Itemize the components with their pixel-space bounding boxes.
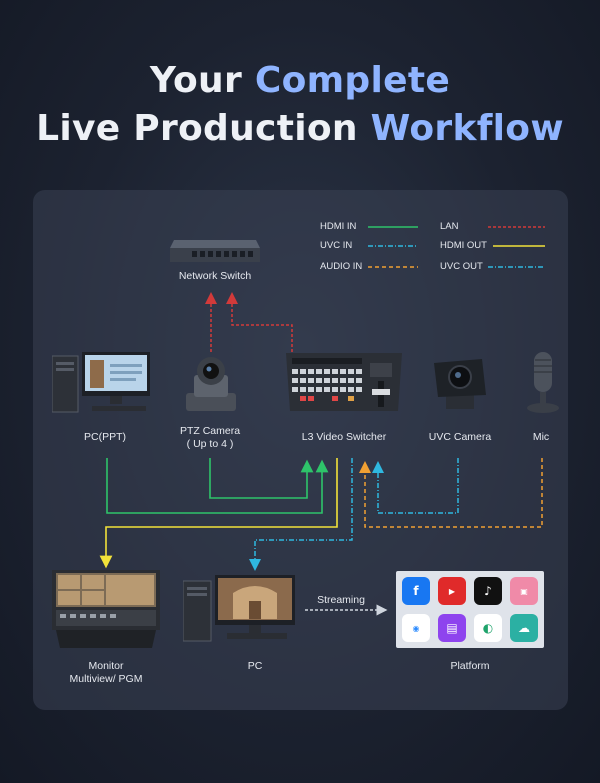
bilibili-icon: ▣ (510, 577, 538, 605)
monitor-icon (52, 570, 160, 648)
ptz-camera-icon (186, 357, 236, 411)
video-switcher-icon (286, 353, 402, 411)
uvc-camera-label: UVC Camera (428, 431, 492, 443)
legend-audio-in: AUDIO IN (320, 261, 363, 272)
ptz-camera-label: PTZ Camera( Up to 4 ) (179, 425, 241, 450)
streaming-label: Streaming (317, 594, 365, 606)
legend-hdmi-in: HDMI IN (320, 221, 357, 232)
headline-line1: Your Complete (149, 60, 451, 101)
pc-ppt-label: PC(PPT) (84, 431, 126, 443)
platform-label: Platform (450, 660, 490, 672)
legend-hdmi-out: HDMI OUT (440, 240, 487, 251)
video-switcher-label: L3 Video Switcher (301, 431, 387, 443)
mic-icon (527, 352, 559, 413)
pc-ppt-icon (52, 352, 150, 413)
pc-icon (183, 575, 295, 642)
headline-line2: Live Production Workflow (36, 108, 564, 149)
uvc-camera-icon (434, 359, 486, 409)
cloud-icon: ☁ (510, 614, 538, 642)
network-switch-icon (170, 240, 260, 262)
zoom-icon: ◉ (402, 614, 430, 642)
pc-label: PC (247, 660, 263, 672)
network-switch-label: Network Switch (178, 270, 252, 282)
tiktok-icon: ♪ (474, 577, 502, 605)
platform-box: f ▶ ♪ ▣ ◉ ▤ ◐ ☁ (396, 571, 544, 648)
twitch-icon: ▤ (438, 614, 466, 642)
legend-uvc-out: UVC OUT (440, 261, 483, 272)
vmix-icon: ◐ (474, 614, 502, 642)
facebook-icon: f (402, 577, 430, 605)
mic-label: Mic (532, 431, 550, 443)
legend-lan: LAN (440, 221, 459, 232)
legend-uvc-in: UVC IN (320, 240, 353, 251)
youtube-icon: ▶ (438, 577, 466, 605)
